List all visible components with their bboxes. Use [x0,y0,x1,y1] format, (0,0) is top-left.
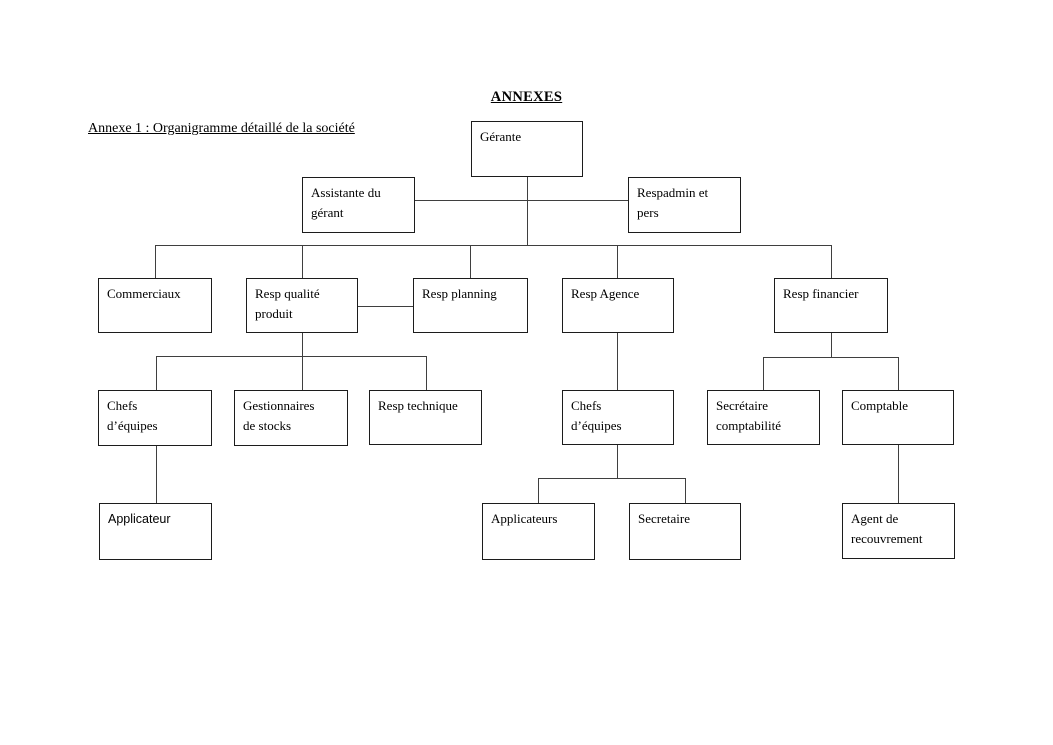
org-node-chefs-equipes-1: Chefs d’équipes [98,390,212,446]
org-node-resp-technique: Resp technique [369,390,482,445]
connector-line [302,333,303,390]
connector-line [617,245,618,278]
org-node-resp-agence: Resp Agence [562,278,674,333]
connector-line [156,356,157,390]
connector-line [898,357,899,390]
connector-line [302,245,303,278]
org-node-commerciaux: Commerciaux [98,278,212,333]
connector-line [415,200,628,201]
annexe-heading: Annexe 1 : Organigramme détaillé de la s… [88,121,355,136]
org-node-respadmin-pers: Respadmin et pers [628,177,741,233]
connector-line [538,478,685,479]
org-node-gerante: Gérante [471,121,583,177]
org-node-assistante-gerant: Assistante du gérant [302,177,415,233]
org-node-secretaire-compta: Secrétaire comptabilité [707,390,820,445]
org-node-resp-planning: Resp planning [413,278,528,333]
connector-line [617,445,618,478]
connector-line [470,245,471,278]
org-node-chefs-equipes-2: Chefs d’équipes [562,390,674,445]
connector-line [763,357,764,390]
connector-line [617,333,618,390]
connector-line [527,177,528,245]
connector-line [898,445,899,503]
org-node-resp-financier: Resp financier [774,278,888,333]
connector-line [155,245,156,278]
connector-line [156,445,157,503]
connector-line [155,245,831,246]
page-title: ANNEXES [490,89,563,105]
org-node-comptable: Comptable [842,390,954,445]
connector-line [831,333,832,357]
connector-line [763,357,898,358]
connector-line [426,356,427,390]
connector-line [358,306,413,307]
connector-line [156,356,427,357]
connector-line [831,245,832,278]
connector-line [538,478,539,503]
org-node-resp-qualite: Resp qualité produit [246,278,358,333]
org-node-applicateur: Applicateur [99,503,212,560]
org-node-secretaire: Secretaire [629,503,741,560]
org-node-applicateurs: Applicateurs [482,503,595,560]
org-node-agent-recouvrement: Agent de recouvrement [842,503,955,559]
org-node-gestionnaires: Gestionnaires de stocks [234,390,348,446]
connector-line [685,478,686,503]
